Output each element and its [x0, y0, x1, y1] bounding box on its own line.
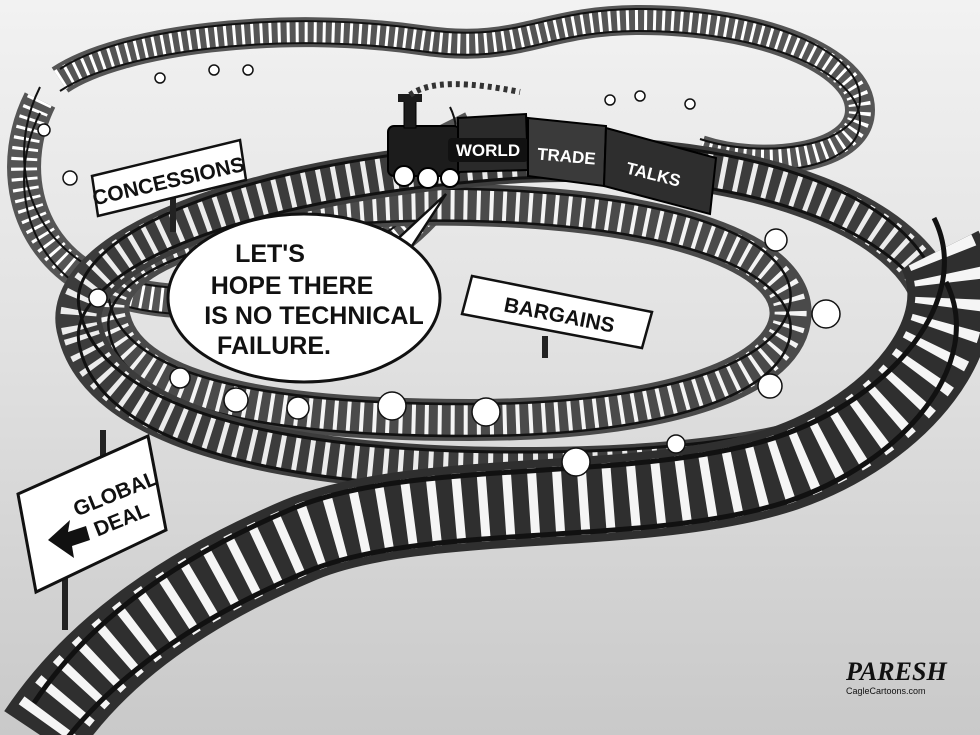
sign-global-deal: GLOBAL DEAL: [16, 430, 168, 630]
train-car-talks: TALKS: [602, 126, 718, 216]
speech-line-3: IS NO TECHNICAL: [204, 302, 423, 330]
track-far-loop: [51, 4, 876, 175]
sign-bargains: BARGAINS: [460, 274, 654, 358]
train: WORLD TRADE TALKS: [387, 81, 718, 216]
smoke-puff-icon: [37, 64, 841, 477]
train-car-world: WORLD: [448, 112, 530, 174]
train-car-trade: TRADE: [527, 116, 608, 188]
steam-locomotive-icon: [387, 81, 521, 189]
speech-bubble: LET'S HOPE THERE IS NO TECHNICAL FAILURE…: [166, 193, 448, 384]
artist-name: PARESH: [845, 657, 947, 686]
credit-line: CagleCartoons.com: [846, 686, 926, 696]
speech-line-4: FAILURE.: [217, 332, 331, 360]
left-arrow-icon: [48, 520, 90, 558]
train-car-label-world: WORLD: [456, 141, 520, 160]
artist-signature: PARESH CagleCartoons.com: [845, 657, 947, 696]
speech-line-2: HOPE THERE: [211, 272, 374, 300]
speech-line-1: LET'S: [235, 240, 305, 268]
track-near-sweep: [4, 216, 980, 735]
